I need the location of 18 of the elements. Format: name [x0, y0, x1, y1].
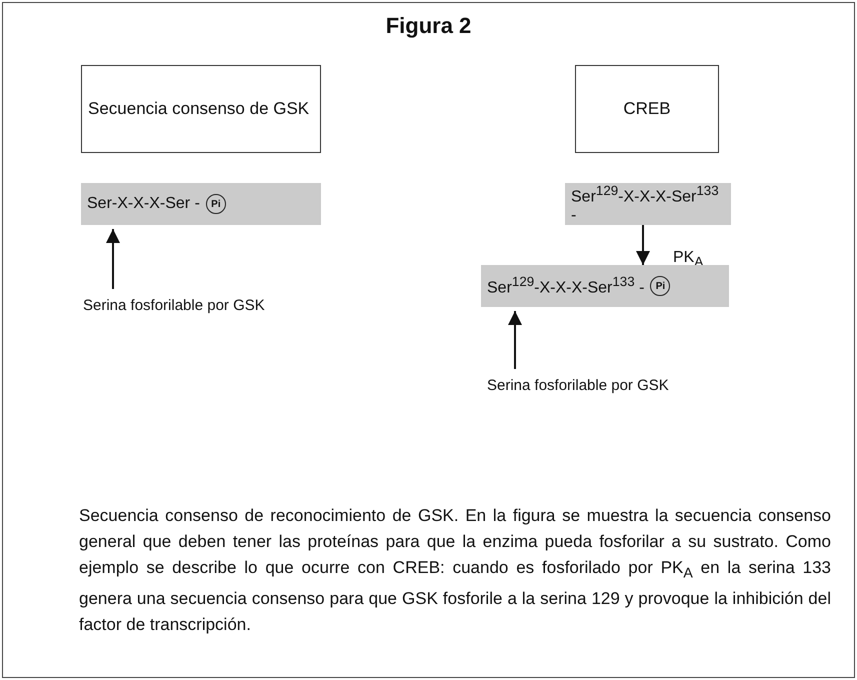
node-text: Secuencia consenso de GSK — [88, 99, 310, 119]
node-text: Ser$^{129}$-X-X-X-Ser$^{133}$ - — [487, 274, 644, 298]
label-box — [81, 65, 321, 153]
label-box — [575, 65, 719, 153]
node-text: Ser-X-X-X-Ser - — [87, 195, 200, 213]
arrow — [106, 229, 120, 289]
phosphate-badge: Pi — [650, 276, 670, 296]
sequence-bar — [481, 265, 729, 307]
phosphate-badge: Pi — [206, 194, 226, 214]
arrow — [636, 225, 650, 265]
node-text: Serina fosforilable por GSK — [83, 296, 265, 316]
node-text: CREB — [623, 99, 671, 119]
arrow — [508, 311, 522, 369]
caption: Secuencia consenso de reconocimiento de GSK. En la figura se muestra la secuencia consenso general que deben tener las proteínas para que la enzima pueda fosforilar a su sustrato. Como ejemplo se describe lo que ocurre con CREB: cuando es fosforilado por PK$_{A}$ en la serina 133 genera una secuencia consenso para que GSK fosforile a la serina 129 y provoque la inhibición del factor de transcripción. — [79, 505, 831, 636]
sequence-bar — [81, 183, 321, 225]
node-text: Ser$^{129}$-X-X-X-Ser$^{133}$ - — [571, 183, 720, 225]
node-text: Serina fosforilable por GSK — [487, 376, 669, 396]
figure-title: Figura 2 — [384, 13, 472, 39]
